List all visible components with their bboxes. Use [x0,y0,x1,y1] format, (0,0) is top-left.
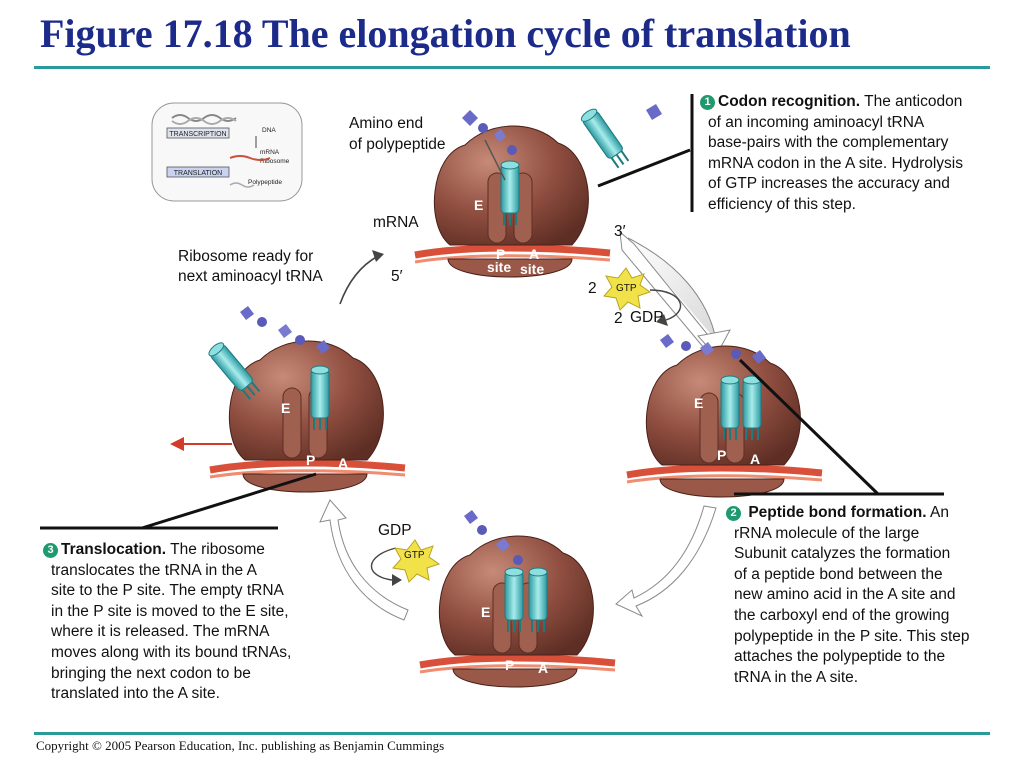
label-mrna: mRNA [373,214,419,231]
release-arrow-icon [170,437,184,451]
step3-line: translated into the A site. [51,685,220,703]
step2-line: polypeptide in the P site. This step [734,627,970,645]
label-gdp-bottom: GDP [378,522,412,539]
step3-line: where it is released. The mRNA [51,623,270,641]
step3-first-line: The ribosome [170,541,265,558]
cycle-arrow-bottom-left-icon [319,499,409,621]
process-inset: TRANSCRIPTION TRANSLATION DNA mRNA Ribos… [151,102,303,202]
cycle-arrow-bottom-right-icon [615,505,717,618]
gtp-star-bottom-icon [392,539,441,583]
step3-number-badge: 3 [43,543,58,558]
label-e-site-right: E [694,395,703,411]
step2-number-badge: 2 [726,506,741,521]
ribosome-bottom [420,510,615,688]
label-e-site-top: E [474,197,483,213]
label-gtp-bottom: GTP [404,550,425,561]
step3-line: in the P site is moved to the E site, [51,602,289,620]
title-rule [34,66,990,69]
footer-rule [34,732,990,735]
label-3-prime: 3′ [614,223,626,240]
label-2-gdp: 2 [614,310,623,327]
step2-line: Subunit catalyzes the formation [734,545,951,563]
step1-number-badge: 1 [700,95,715,110]
copyright-text: Copyright © 2005 Pearson Education, Inc.… [36,738,445,753]
label-ribosome-ready: Ribosome ready for [178,248,313,265]
label-e-site-left: E [281,400,290,416]
label-p-site-bottom: P [505,657,514,673]
step1-line: efficiency of this step. [708,195,856,213]
inset-mrna: mRNA [260,149,280,156]
label-a-site-top: A [529,246,539,262]
step1-first-line: The anticodon [864,93,963,110]
label-2-gtp: 2 [588,280,597,297]
step2-line: of a peptide bond between the [734,565,943,583]
step2-text: 2 Peptide bond formation. An rRNA molecu… [726,503,970,688]
step3-line: translocates the tRNA in the A [51,561,257,579]
label-a-site-left: A [338,455,348,471]
step2-heading: Peptide bond formation. [748,504,927,521]
step2-line: attaches the polypeptide to the [734,648,946,666]
inset-dna: DNA [262,127,276,134]
label-p-site-left: P [306,452,315,468]
step3-line: site to the P site. The empty tRNA [51,582,284,600]
label-p-site-right: P [717,447,726,463]
inset-translation: TRANSLATION [174,170,223,177]
inset-transcription: TRANSCRIPTION [169,131,226,138]
label-a-site-bottom: A [538,660,548,676]
step1-line: mRNA codon in the A site. Hydrolysis [708,154,964,172]
page-title: Figure 17.18 The elongation cycle of tra… [40,11,851,56]
label-5-prime: 5′ [391,268,403,285]
step2-line: rRNA molecule of the large [734,524,920,542]
step3-line: bringing the next codon to be [51,664,251,682]
inset-ribosome: Ribosome [260,158,290,165]
ribosome-left [205,306,405,493]
step2-line: tRNA in the A site. [734,668,859,686]
step2-first-line: An [930,504,949,521]
label-gtp-top: GTP [616,283,637,294]
step1-line: of an incoming aminoacyl tRNA [708,113,925,131]
gtp-star-top-icon [603,267,652,311]
label-a-site-right: A [750,451,760,467]
cycle-arrow-top-left-icon [339,255,379,305]
step1-line: base-pairs with the complementary [708,134,949,152]
ribosome-right [627,334,822,498]
step3-heading: Translocation. [61,541,167,558]
label-of-polypeptide: of polypeptide [349,136,446,153]
step2-line: new amino acid in the A site and [734,586,956,604]
label-p-site-top: P [496,246,505,262]
step3-line: moves along with its bound tRNAs, [51,643,292,661]
ribosome-top [415,104,662,278]
label-a-site-word: site [520,261,544,277]
step2-line: the carboxyl end of the growing [734,606,950,624]
label-gdp-top: GDP [630,309,664,326]
step1-line: of GTP increases the accuracy and [708,175,950,193]
inset-polypeptide: Polypeptide [248,179,282,186]
label-p-site-word: site [487,259,511,275]
label-next-aminoacyl: next aminoacyl tRNA [178,268,323,285]
step1-heading: Codon recognition. [718,93,861,110]
label-amino-end: Amino end [349,115,423,132]
label-e-site-bottom: E [481,604,490,620]
